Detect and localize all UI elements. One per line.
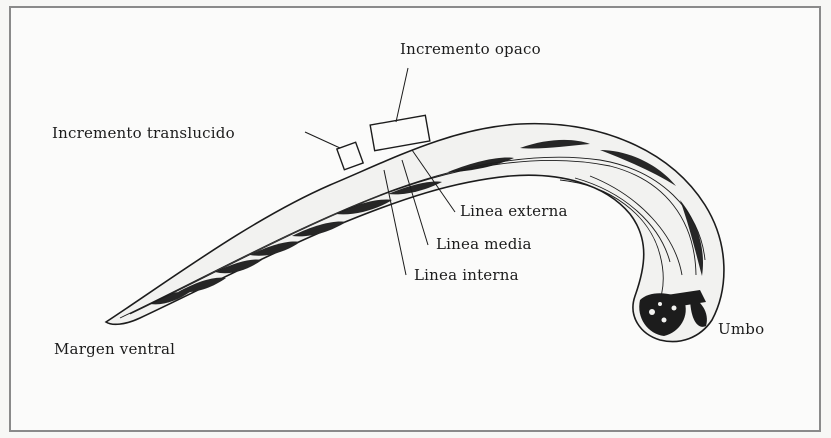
label-incremento-opaco: Incremento opaco xyxy=(400,40,541,58)
translucent-increment-box xyxy=(337,142,363,170)
label-umbo: Umbo xyxy=(718,320,764,338)
label-incremento-translucido: Incremento translucido xyxy=(52,124,235,142)
label-linea-media: Linea media xyxy=(436,235,532,253)
opaque-increment-box xyxy=(370,115,430,150)
label-linea-externa: Linea externa xyxy=(460,202,568,220)
label-linea-interna: Linea interna xyxy=(414,266,519,284)
label-margen-ventral: Margen ventral xyxy=(54,340,175,358)
